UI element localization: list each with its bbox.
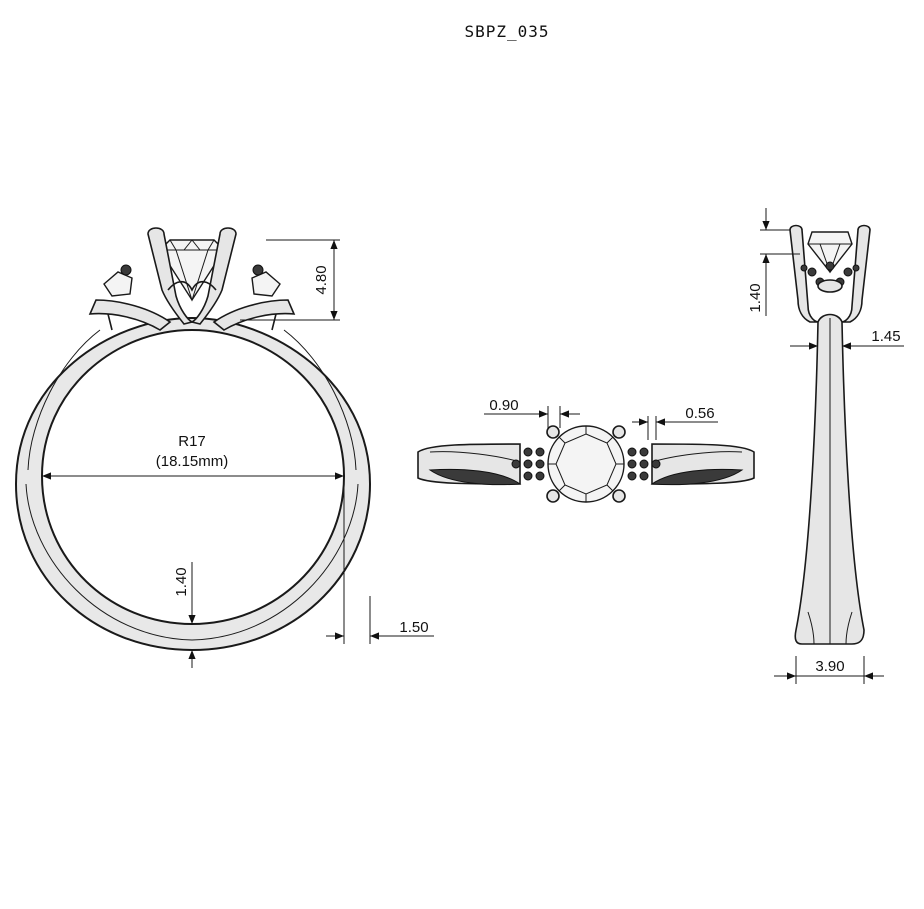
size-label: R17 xyxy=(178,433,206,450)
shank-shadow-right xyxy=(650,468,744,486)
side-stone-gap-label: 0.56 xyxy=(685,405,714,422)
side-stone-facets xyxy=(808,243,852,274)
top-prong-2 xyxy=(612,425,626,439)
bottom-width-label: 3.90 xyxy=(815,658,844,675)
band-width-label: 1.50 xyxy=(399,619,428,636)
top-view: 0.90 0.56 xyxy=(417,397,755,503)
top-prong-4 xyxy=(612,489,626,503)
band-thickness-label: 1.40 xyxy=(173,567,190,596)
left-shoulder xyxy=(88,299,172,331)
ring-band xyxy=(14,316,372,652)
front-view: R17 (18.15mm) 1.40 1.50 4.80 xyxy=(14,227,434,668)
side-center-stone xyxy=(807,231,853,274)
top-prong-3 xyxy=(546,489,560,503)
right-shoulder xyxy=(212,299,296,331)
side-prong-left xyxy=(789,224,819,323)
side-view: 1.40 1.45 3.90 xyxy=(747,208,904,684)
side-stone-right xyxy=(251,271,281,297)
shoulder-struts xyxy=(107,313,277,331)
side-prong-right xyxy=(841,224,871,323)
prong-right xyxy=(189,227,237,325)
right-cluster xyxy=(627,447,661,481)
top-prong-1 xyxy=(546,425,560,439)
band-inner-edge xyxy=(25,483,359,641)
top-width-label: 1.45 xyxy=(871,328,900,345)
side-shank-flare xyxy=(807,611,853,645)
side-stone-right-top xyxy=(252,264,264,276)
shank-ridges xyxy=(429,451,743,463)
diameter-label: (18.15mm) xyxy=(156,453,229,470)
basket-rail xyxy=(167,280,217,292)
shank-shadow-left xyxy=(428,468,522,486)
setting-height-label: 4.80 xyxy=(313,265,330,294)
side-stone-left xyxy=(103,271,133,297)
center-stone-facets xyxy=(160,239,224,302)
head-height-label: 1.40 xyxy=(747,283,764,312)
band-shoulder-left xyxy=(27,329,101,471)
prong-left xyxy=(147,227,195,325)
left-cluster xyxy=(511,447,545,481)
top-center-facets xyxy=(548,426,624,502)
prong-width-label: 0.90 xyxy=(489,397,518,414)
side-gallery-ring xyxy=(817,279,843,293)
drawing-title: SBPZ_035 xyxy=(464,22,550,41)
side-stone-left-top xyxy=(120,264,132,276)
band-shoulder-right xyxy=(283,329,357,471)
